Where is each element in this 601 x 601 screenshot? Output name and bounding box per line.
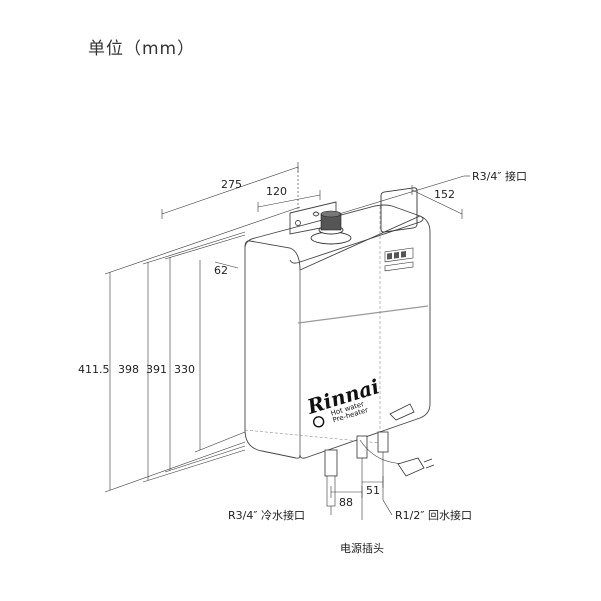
dim-height-total: 411.5 bbox=[78, 363, 110, 376]
appliance-body bbox=[244, 187, 431, 459]
brand-logo: Rinnai Hot water Pre-heater bbox=[303, 374, 382, 428]
dim-height-330: 330 bbox=[174, 363, 195, 376]
dimension-depth: 152 bbox=[411, 185, 463, 219]
display-icon bbox=[384, 247, 414, 272]
pipe-spacing-dims: 88 51 bbox=[330, 476, 384, 509]
power-plug-callout: 电源插头 bbox=[340, 541, 384, 555]
unit-label: 单位（mm） bbox=[88, 39, 196, 59]
cold-water-label: R3/4″ 冷水接口 bbox=[228, 509, 305, 522]
dimension-bracket: 120 bbox=[257, 185, 321, 212]
dim-depth: 152 bbox=[434, 188, 455, 201]
power-plug-icon bbox=[397, 457, 425, 477]
top-outlet-callout: R3/4″ 接口 bbox=[338, 170, 527, 215]
return-water-label: R1/2″ 回水接口 bbox=[395, 509, 472, 522]
dim-width: 275 bbox=[221, 178, 242, 191]
dim-offset: 62 bbox=[214, 264, 228, 277]
control-panel bbox=[380, 187, 418, 233]
return-water-callout: R1/2″ 回水接口 bbox=[382, 499, 472, 522]
top-outlet-label: R3/4″ 接口 bbox=[472, 170, 527, 183]
dim-bracket: 120 bbox=[266, 185, 287, 198]
cold-water-callout: R3/4″ 冷水接口 bbox=[228, 506, 332, 522]
dim-pipe-88: 88 bbox=[339, 496, 353, 509]
height-dimensions: 411.5 398 391 330 bbox=[78, 206, 301, 493]
power-plug-label: 电源插头 bbox=[340, 541, 384, 555]
dim-height-398: 398 bbox=[118, 363, 139, 376]
dim-pipe-51: 51 bbox=[366, 484, 380, 497]
dimension-width: 275 bbox=[161, 162, 299, 219]
dimension-offset: 62 bbox=[214, 261, 239, 277]
top-outlet-fitting bbox=[310, 210, 352, 245]
dim-height-391: 391 bbox=[146, 363, 167, 376]
